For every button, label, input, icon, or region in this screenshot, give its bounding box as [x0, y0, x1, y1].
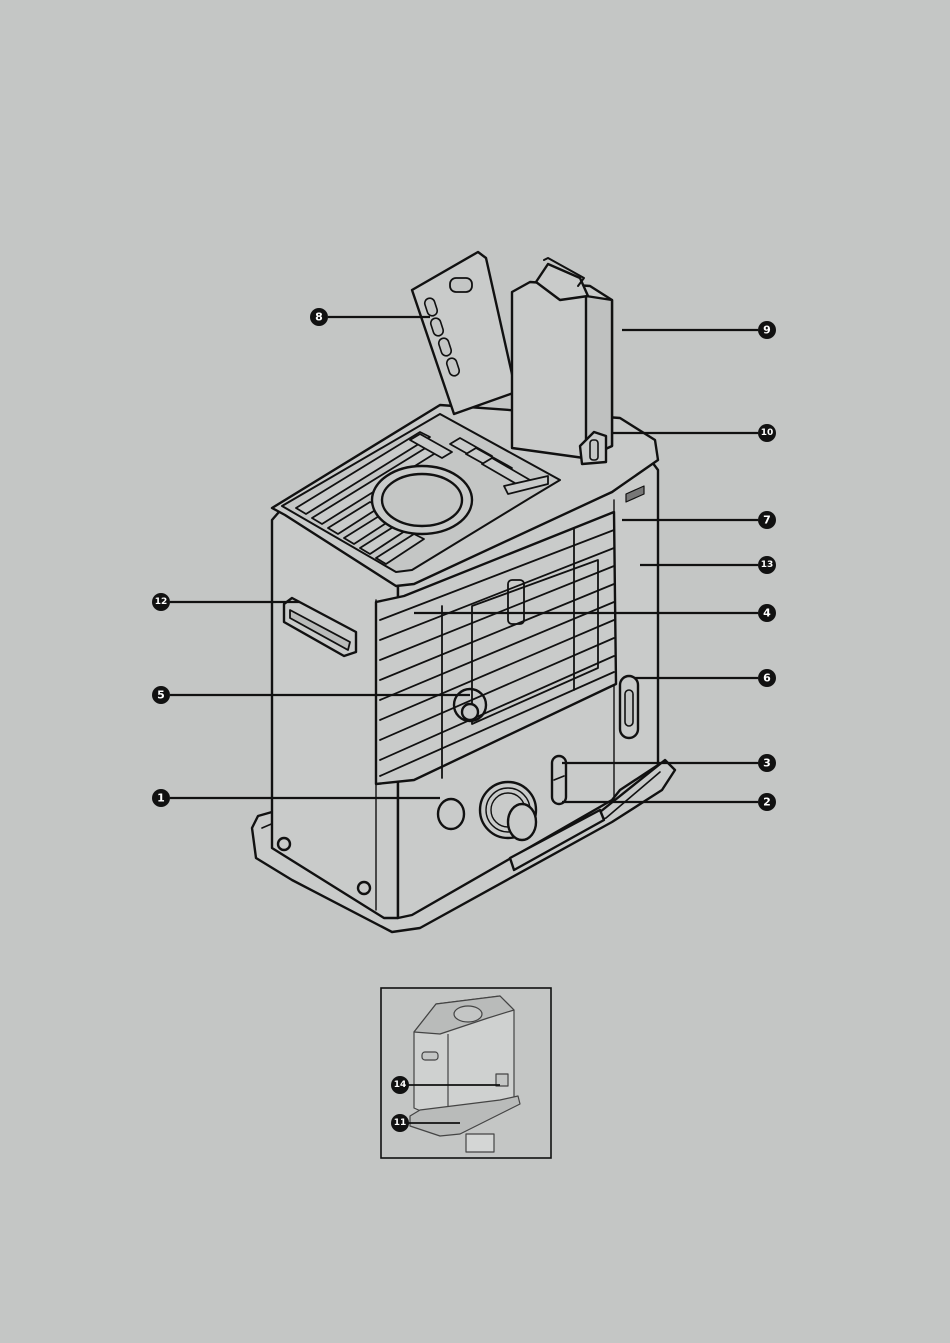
top-center-disc	[382, 474, 462, 526]
svg-text:2: 2	[763, 796, 771, 809]
foot-left	[278, 838, 290, 850]
callout-6: 6	[758, 669, 776, 687]
indicator-lamp	[438, 799, 464, 829]
callout-9: 9	[758, 321, 776, 339]
svg-text:1: 1	[157, 792, 165, 805]
svg-text:6: 6	[763, 672, 771, 685]
svg-text:4: 4	[763, 607, 771, 620]
heater-illustration	[252, 252, 675, 932]
flap-cover-handle	[450, 278, 472, 292]
foot-right	[358, 882, 370, 894]
svg-text:12: 12	[155, 597, 168, 607]
callout-4: 4	[758, 604, 776, 622]
svg-text:11: 11	[394, 1118, 407, 1128]
callout-2: 2	[758, 793, 776, 811]
svg-text:8: 8	[315, 311, 323, 324]
svg-text:7: 7	[763, 514, 771, 527]
fuel-gauge-window	[590, 440, 598, 460]
level-indicator-window	[625, 690, 633, 726]
svg-text:5: 5	[157, 689, 165, 702]
burner-igniter-core	[462, 704, 478, 720]
flap-cover	[412, 252, 516, 414]
callout-5: 5	[152, 686, 170, 704]
svg-text:13: 13	[761, 560, 774, 570]
control-knob-cap	[508, 804, 536, 840]
callout-10: 10	[758, 424, 776, 442]
callout-8: 8	[310, 308, 328, 326]
svg-text:14: 14	[394, 1080, 407, 1090]
callout-13: 13	[758, 556, 776, 574]
callout-14: 14	[391, 1076, 409, 1094]
callout-12: 12	[152, 593, 170, 611]
callout-1: 1	[152, 789, 170, 807]
callout-7: 7	[758, 511, 776, 529]
callout-3: 3	[758, 754, 776, 772]
svg-text:3: 3	[763, 757, 771, 770]
callout-11: 11	[391, 1114, 409, 1132]
rear-view-inset: 14 11	[381, 988, 551, 1158]
svg-text:10: 10	[761, 428, 774, 438]
svg-text:9: 9	[763, 324, 771, 337]
